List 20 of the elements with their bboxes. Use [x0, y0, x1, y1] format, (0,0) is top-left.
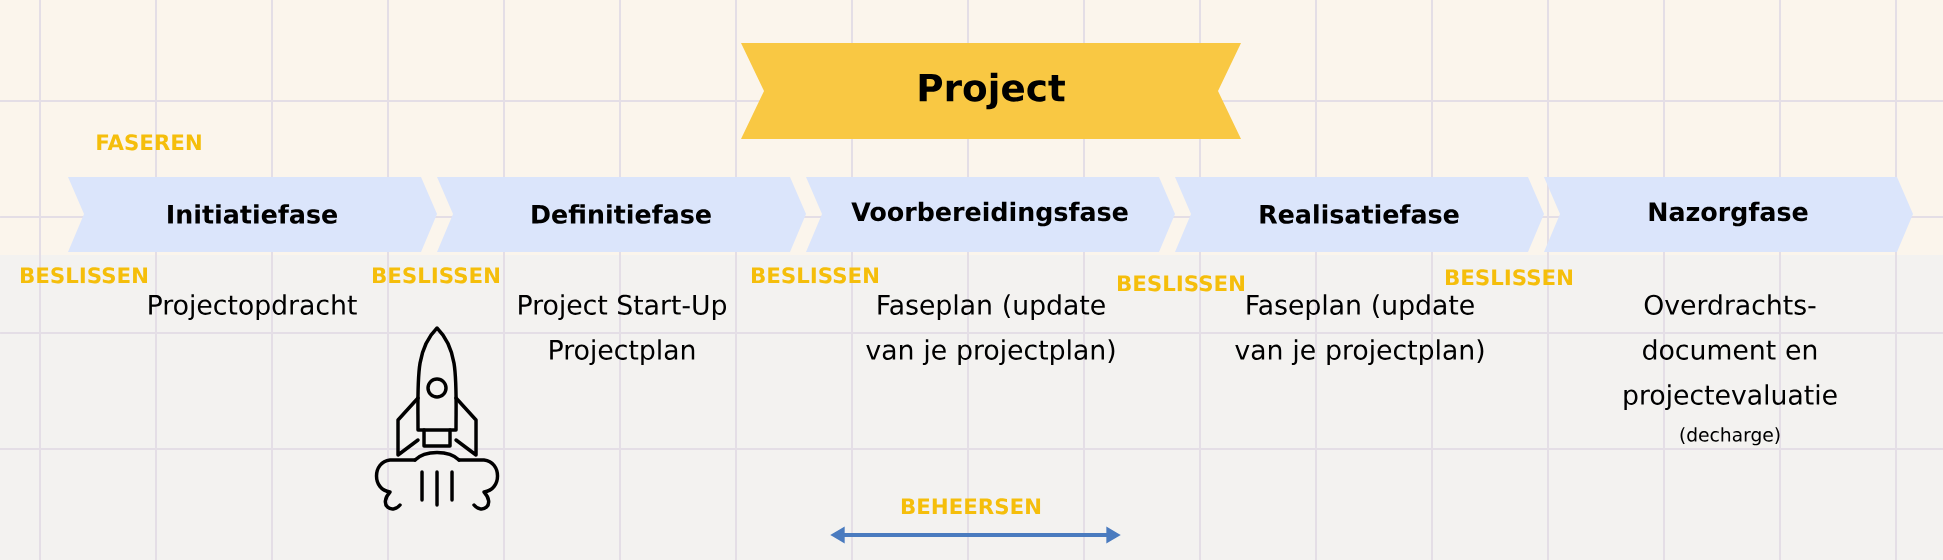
phase-banner: Realisatiefase	[1175, 177, 1544, 252]
note-text: (decharge)	[1680, 427, 1780, 446]
deliverable-text: Faseplan (update van je projectplan)	[1235, 294, 1484, 366]
phase-banner: Voorbereidingsfase	[806, 177, 1175, 252]
keyword-label: BESLISSEN	[1446, 269, 1572, 286]
deliverable-text: Project Start-Up	[519, 294, 726, 321]
phase-banner: Initiatiefase	[68, 177, 437, 252]
deliverable-text: Faseplan (update van je projectplan)	[866, 294, 1115, 366]
keyword-label: BESLISSEN	[752, 267, 878, 284]
deliverable-text: Overdrachts- document en projectevaluatie	[1624, 294, 1837, 411]
deliverable-text: Projectopdracht	[149, 294, 357, 321]
keyword-label: FASEREN	[97, 134, 201, 151]
keyword-label: BESLISSEN	[373, 267, 499, 284]
keyword-label: BEHEERSEN	[901, 498, 1041, 515]
phase-banner: Definitiefase	[437, 177, 806, 252]
keyword-label: BESLISSEN	[1118, 275, 1244, 292]
deliverable-text: Projectplan	[550, 339, 695, 366]
phase-banner: Nazorgfase	[1544, 177, 1913, 252]
title-banner: Project	[741, 43, 1241, 139]
keyword-label: BESLISSEN	[21, 267, 147, 284]
